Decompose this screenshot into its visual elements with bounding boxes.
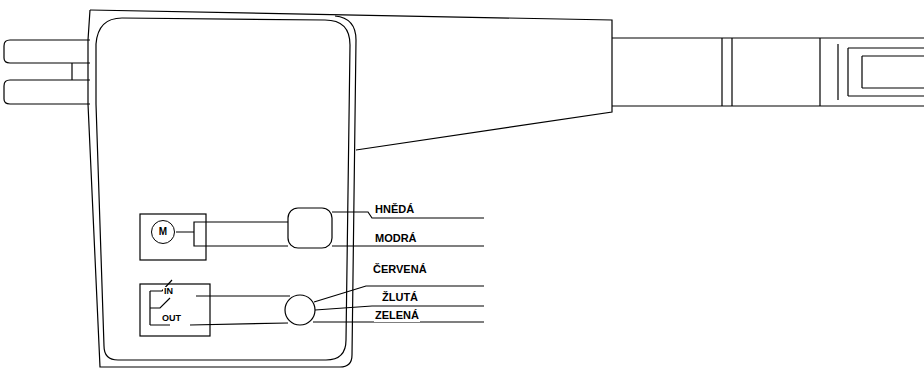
housing-outline (88, 10, 356, 367)
wire-color-label: MODRÁ (374, 232, 418, 245)
motor-symbol: M (151, 220, 175, 244)
rear-clevis (4, 80, 90, 104)
wire-color-label: HNĚDÁ (374, 203, 415, 216)
cable-gland (288, 208, 332, 248)
limit-switch-box: IN OUT (140, 284, 210, 336)
cable-gland (285, 295, 315, 325)
actuator-body (90, 10, 612, 150)
blue-wire (332, 245, 484, 246)
wire-color-label: ČERVENÁ (372, 263, 428, 276)
rod-end (838, 44, 924, 100)
outer-tube (612, 38, 924, 106)
switch-wire (190, 296, 290, 325)
rear-clevis (4, 40, 90, 63)
switch-pin-name: OUT (161, 314, 182, 323)
motor-wire (176, 222, 288, 246)
rear-clevis (71, 63, 72, 80)
tube-ring (722, 38, 820, 106)
switch-pin-name: IN (163, 287, 174, 296)
housing-cover (96, 18, 350, 360)
wire-color-label: ŽLUTÁ (381, 291, 419, 304)
motor-box (140, 214, 206, 260)
wire-color-label: ZELENÁ (374, 309, 420, 322)
motor-letter: M (158, 227, 168, 237)
